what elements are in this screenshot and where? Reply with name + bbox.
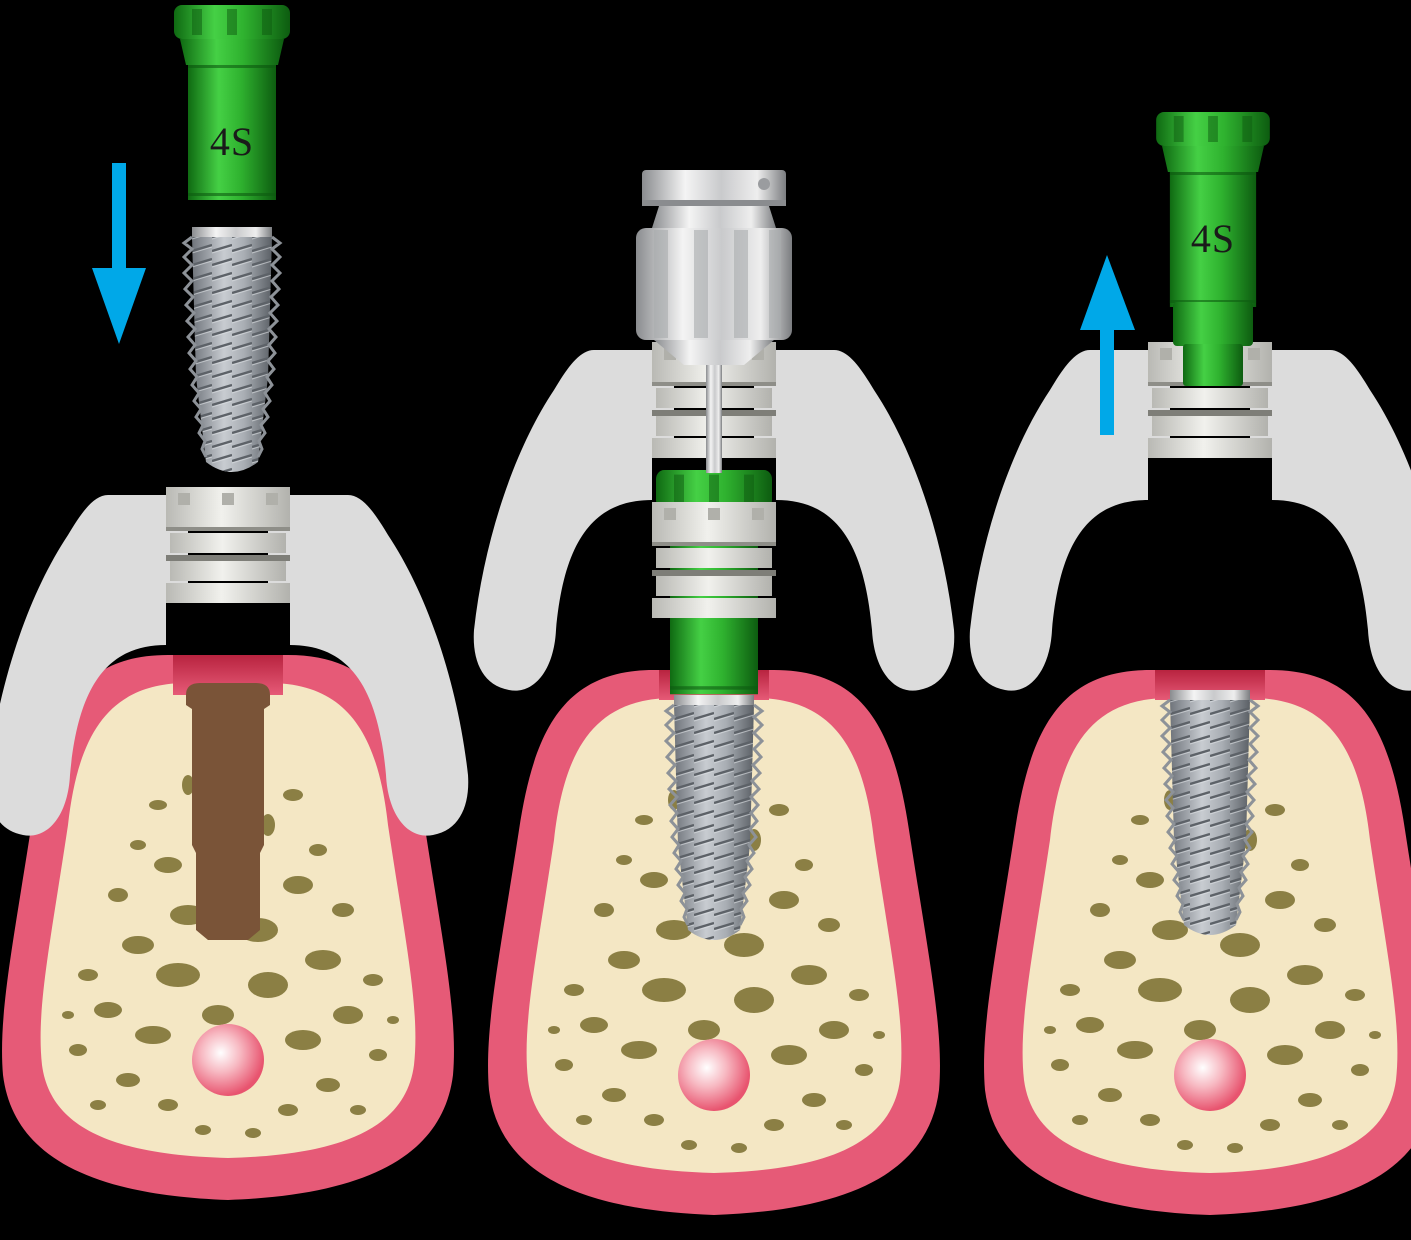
mount-size-label-3: 4S (1191, 216, 1235, 261)
osteotomy-site (186, 683, 270, 940)
panel-insert-implant: 4S (0, 5, 468, 1200)
panel-drive-implant (474, 170, 954, 1215)
panel-remove-mount: 4S (970, 112, 1411, 1215)
implant-assembly-1: 4S (174, 5, 290, 472)
arrow-down-icon (92, 163, 146, 344)
alveolar-ridge-1 (0, 487, 468, 1200)
alveolar-ridge-3 (970, 342, 1411, 1215)
mount-size-label-1: 4S (210, 119, 254, 164)
